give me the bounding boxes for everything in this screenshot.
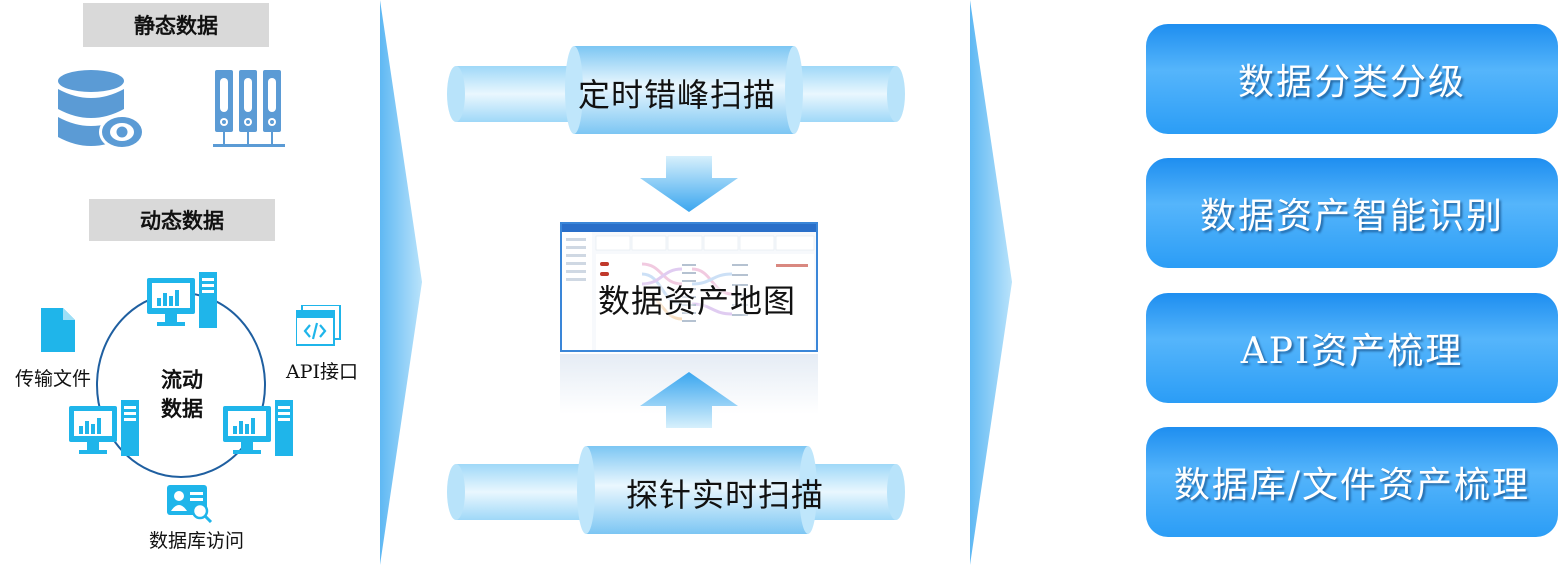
dynamic-data-title: 动态数据	[89, 199, 275, 241]
computer-icon	[147, 272, 217, 328]
server-cabinet-icon	[213, 70, 285, 147]
db-file-asset-button[interactable]: 数据库/文件资产梳理	[1146, 427, 1558, 537]
asset-map-screenshot	[560, 222, 818, 352]
transfer-file-label: 传输文件	[15, 368, 92, 390]
flow-chevron-arrow	[380, 0, 422, 565]
api-interface-label: API接口	[286, 361, 359, 383]
flow-data-label-line1: 流动	[161, 367, 203, 392]
file-icon	[41, 308, 75, 352]
probe-scan-pipe	[447, 446, 905, 534]
database-eye-icon	[58, 70, 145, 150]
flow-data-label: 流动 数据	[150, 365, 214, 423]
code-window-icon	[296, 305, 341, 346]
arrow-up-icon	[640, 372, 738, 428]
asset-recognition-button[interactable]: 数据资产智能识别	[1146, 158, 1558, 268]
classification-grading-button[interactable]: 数据分类分级	[1146, 24, 1558, 134]
database-access-label: 数据库访问	[149, 530, 245, 552]
flow-data-label-line2: 数据	[161, 396, 203, 421]
asset-map-preview	[562, 224, 816, 350]
scheduled-scan-pipe	[447, 46, 905, 134]
flow-chevron-arrow	[970, 0, 1012, 565]
asset-map-label: 数据资产地图	[598, 282, 797, 320]
scheduled-scan-label: 定时错峰扫描	[578, 76, 777, 114]
user-search-icon	[167, 485, 213, 523]
arrow-down-icon	[640, 156, 738, 212]
static-data-title: 静态数据	[83, 3, 269, 47]
api-asset-button[interactable]: API资产梳理	[1146, 293, 1558, 403]
probe-scan-label: 探针实时扫描	[626, 476, 825, 514]
computer-icon	[69, 400, 139, 456]
computer-icon	[223, 400, 293, 456]
